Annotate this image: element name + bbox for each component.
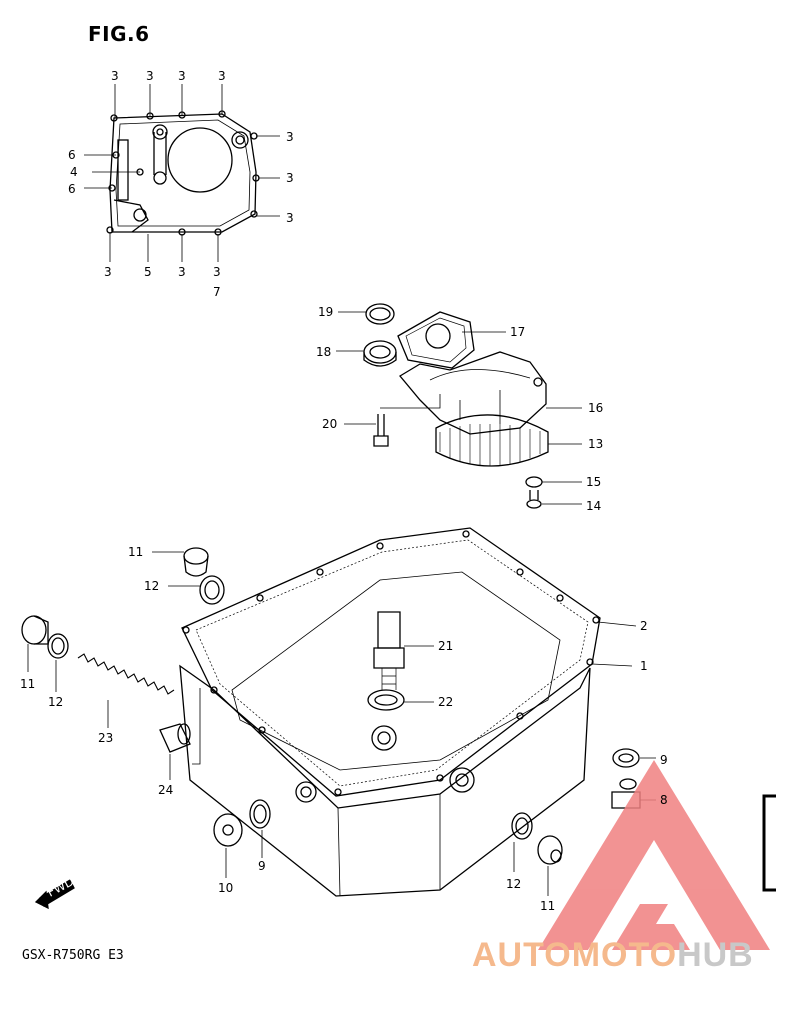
callout-17: 17 [510,325,525,339]
watermark-triangle-icon [538,760,770,950]
watermark-logo: AUTOMOTOHUB [472,936,754,975]
figure-title: FIG.6 [88,22,150,46]
callout-3: 3 [286,211,294,225]
leaders-pan [192,621,637,765]
callout-11: 11 [128,545,143,559]
callout-22: 22 [438,695,453,709]
callout-9: 9 [258,859,266,873]
callout-24: 24 [158,783,173,797]
callout-numbers: 3 3 3 3 3 3 3 6 6 4 3 5 3 3 7 19 18 17 1… [20,69,668,913]
callout-3: 3 [178,265,186,279]
callout-11: 11 [540,899,555,913]
oil-pan [179,527,601,897]
model-code: GSX-R750RG E3 [22,948,124,963]
watermark-text-automoto: AUTOMOTO [472,936,678,974]
callout-19: 19 [318,305,333,319]
callout-13: 13 [588,437,603,451]
callout-16: 16 [588,401,603,415]
page-bracket [762,794,776,892]
callout-3: 3 [146,69,154,83]
leaders-loose [27,551,656,896]
callout-12: 12 [506,877,521,891]
cover-gasket [106,110,260,236]
callout-4: 4 [70,165,78,179]
fwd-arrow-icon: FWD [34,874,76,910]
callout-7: 7 [213,285,221,299]
callout-3: 3 [111,69,119,83]
callout-6: 6 [68,148,76,162]
loose-parts [21,547,641,865]
oil-cooler-group [363,303,549,509]
callout-10: 10 [218,881,233,895]
callout-3: 3 [178,69,186,83]
callout-21: 21 [438,639,453,653]
callout-12: 12 [48,695,63,709]
callout-23: 23 [98,731,113,745]
callout-15: 15 [586,475,601,489]
callout-12: 12 [144,579,159,593]
callout-3: 3 [104,265,112,279]
callout-3: 3 [286,130,294,144]
watermark-text-hub: HUB [677,936,754,974]
callout-2: 2 [640,619,648,633]
callout-6: 6 [68,182,76,196]
callout-11: 11 [20,677,35,691]
callout-3: 3 [286,171,294,185]
callout-3: 3 [218,69,226,83]
leaders-cooler [336,311,582,505]
callout-3: 3 [213,265,221,279]
callout-1: 1 [640,659,648,673]
callout-8: 8 [660,793,668,807]
callout-20: 20 [322,417,337,431]
callout-18: 18 [316,345,331,359]
callout-5: 5 [144,265,152,279]
leaders-cover [84,84,280,262]
callout-9: 9 [660,753,668,767]
callout-14: 14 [586,499,601,513]
